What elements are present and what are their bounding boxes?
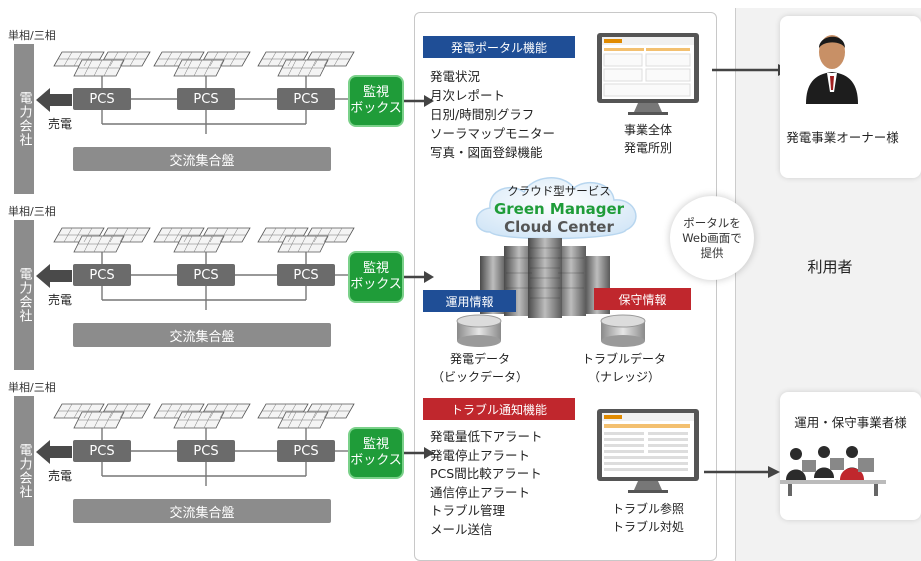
alert-title-badge: トラブル通知機能 — [423, 398, 575, 420]
cloud-name-line2: Cloud Center — [504, 218, 614, 236]
ops-info-badge: 運用情報 — [423, 290, 516, 312]
sell-label: 売電 — [48, 293, 73, 307]
alert-item: 発電量低下アラート — [430, 429, 543, 444]
pcs-unit: PCS — [73, 440, 131, 462]
db1-line: 発電データ — [449, 352, 510, 366]
monitoring-box: 監視 ボックス — [348, 427, 404, 479]
ac-junction-panel: 交流集合盤 — [73, 147, 331, 171]
pcs-unit: PCS — [277, 264, 335, 286]
phase-label: 単相/三相 — [8, 381, 56, 394]
monitor-line2: ボックス — [350, 453, 402, 468]
db2-line: （ナレッジ） — [587, 370, 660, 384]
solar-panel-icon — [256, 50, 356, 82]
big-data-db-icon — [456, 314, 502, 352]
pcs-unit: PCS — [177, 264, 235, 286]
utility-company-bar: 電力会社 — [14, 220, 34, 370]
utility-company-bar: 電力会社 — [14, 396, 34, 546]
db2-line: トラブルデータ — [581, 352, 666, 366]
server-rack-icon — [480, 238, 610, 320]
alert-feature-list: 発電量低下アラート 発電停止アラート PCS間比較アラート 通信停止アラート ト… — [430, 428, 543, 539]
alert-monitor-icon — [596, 408, 700, 494]
pcs-unit: PCS — [277, 440, 335, 462]
alert-item: メール送信 — [430, 521, 493, 537]
portal-item: 発電状況 — [430, 69, 481, 84]
web-portal-bubble: ポータルを Web画面で 提供 — [670, 196, 754, 280]
solar-panel-icon — [256, 226, 356, 258]
alert-caption-line: トラブル対処 — [611, 520, 684, 534]
owner-label: 発電事業オーナー様 — [786, 130, 899, 145]
users-label: 利用者 — [807, 258, 853, 276]
sell-arrow-icon — [36, 88, 72, 112]
portal-item: 日別/時間別グラフ — [430, 107, 535, 122]
db1-line: （ビックデータ） — [431, 370, 528, 384]
operator-label: 運用・保守事業者様 — [794, 415, 907, 430]
pcs-unit: PCS — [177, 440, 235, 462]
portal-monitor-icon — [596, 32, 700, 116]
alert-caption-line: トラブル参照 — [611, 502, 684, 516]
utility-label: 電力会社 — [16, 91, 32, 147]
solar-panel-icon — [52, 226, 152, 258]
alert-item: 発電停止アラート — [430, 447, 531, 463]
utility-label: 電力会社 — [16, 267, 32, 323]
portal-caption-line: 発電所別 — [623, 141, 672, 155]
monitoring-box: 監視 ボックス — [348, 75, 404, 127]
sell-arrow-icon — [36, 264, 72, 288]
ac-junction-panel: 交流集合盤 — [73, 499, 331, 523]
portal-title-badge: 発電ポータル機能 — [423, 36, 575, 58]
solar-panel-icon — [256, 402, 356, 434]
portal-screen-caption: 事業全体 発電所別 — [606, 121, 690, 157]
pcs-unit: PCS — [177, 88, 235, 110]
arrow-to-cloud — [404, 447, 434, 459]
portal-item: 写真・図面登録機能 — [430, 145, 543, 160]
solar-panel-icon — [152, 50, 252, 82]
monitor-line2: ボックス — [350, 277, 402, 292]
monitor-line1: 監視 — [362, 261, 389, 276]
wiring-lines — [101, 76, 350, 134]
sell-label: 売電 — [48, 117, 73, 131]
alert-item: PCS間比較アラート — [430, 466, 542, 481]
monitor-line1: 監視 — [362, 437, 389, 452]
wiring-lines — [101, 428, 350, 486]
utility-company-bar: 電力会社 — [14, 44, 34, 194]
monitoring-box: 監視 ボックス — [348, 251, 404, 303]
sell-label: 売電 — [48, 469, 73, 483]
phase-label: 単相/三相 — [8, 205, 56, 218]
portal-feature-list: 発電状況 月次レポート 日別/時間別グラフ ソーラマップモニター 写真・図面登録… — [430, 67, 555, 162]
ac-junction-panel: 交流集合盤 — [73, 323, 331, 347]
cloud-name-line1: Green Manager — [493, 200, 625, 218]
alert-screen-caption: トラブル参照 トラブル対処 — [600, 500, 696, 536]
alert-item: トラブル管理 — [430, 503, 506, 518]
portal-item: 月次レポート — [430, 88, 506, 103]
bubble-line: ポータルを — [683, 215, 741, 230]
big-data-caption: 発電データ （ビックデータ） — [430, 350, 530, 386]
arrow-to-operator — [704, 466, 780, 478]
owner-person-icon — [800, 22, 864, 110]
pcs-unit: PCS — [73, 88, 131, 110]
knowledge-db-icon — [600, 314, 646, 352]
operator-team-icon — [780, 440, 890, 502]
utility-label: 電力会社 — [16, 443, 32, 499]
knowledge-caption: トラブルデータ （ナレッジ） — [572, 350, 676, 386]
monitor-line1: 監視 — [362, 85, 389, 100]
solar-panel-icon — [52, 402, 152, 434]
pcs-unit: PCS — [73, 264, 131, 286]
alert-item: 通信停止アラート — [430, 484, 531, 500]
bubble-line: 提供 — [700, 245, 724, 260]
sell-arrow-icon — [36, 440, 72, 464]
bubble-line: Web画面で — [682, 230, 742, 245]
solar-panel-icon — [52, 50, 152, 82]
arrow-to-cloud — [404, 271, 434, 283]
cloud-shape — [470, 170, 648, 250]
maint-info-badge: 保守情報 — [594, 288, 691, 310]
arrow-to-cloud — [404, 95, 434, 107]
portal-item: ソーラマップモニター — [430, 126, 556, 141]
pcs-unit: PCS — [277, 88, 335, 110]
cloud-service-label: クラウド型サービス — [507, 184, 611, 198]
wiring-lines — [101, 252, 350, 310]
monitor-line2: ボックス — [350, 101, 402, 116]
phase-label: 単相/三相 — [8, 29, 56, 42]
solar-panel-icon — [152, 226, 252, 258]
solar-panel-icon — [152, 402, 252, 434]
portal-caption-line: 事業全体 — [623, 123, 672, 137]
